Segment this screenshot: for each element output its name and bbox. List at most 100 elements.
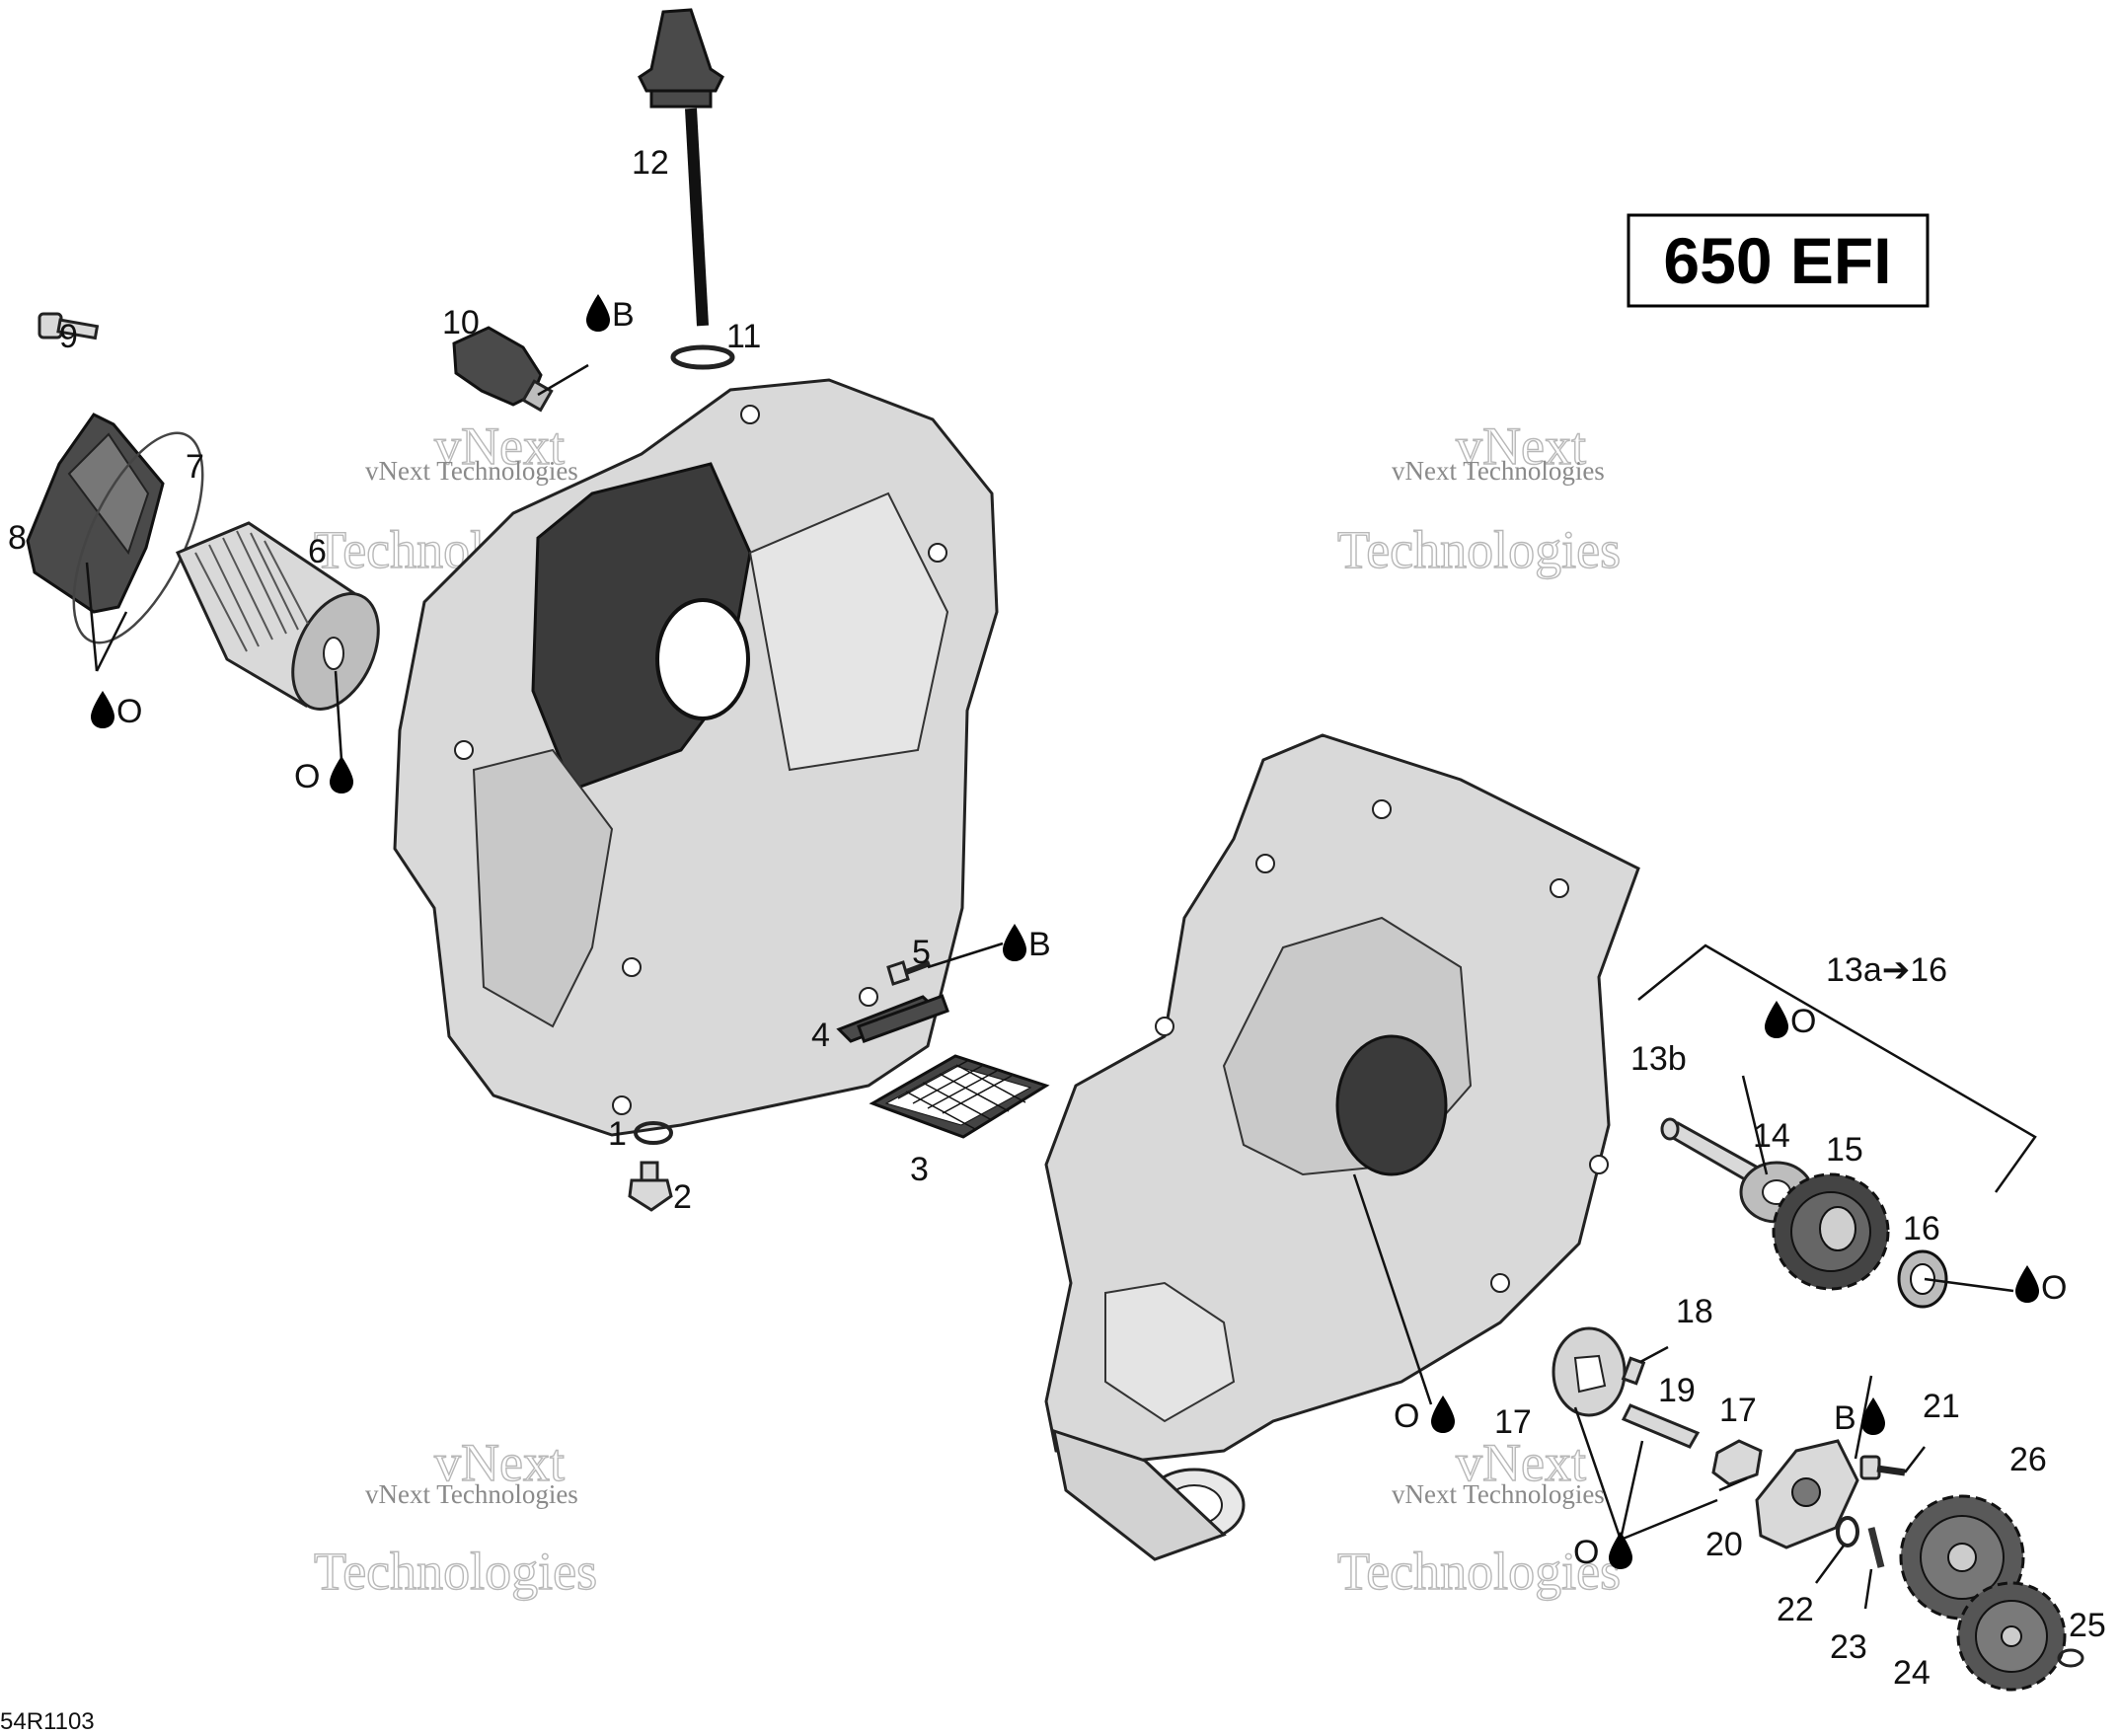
lubricant-markers: B B O O O O O O B <box>91 294 2067 1571</box>
callout-4: 4 <box>811 1017 830 1054</box>
callout-25: 25 <box>2069 1607 2106 1644</box>
svg-text:O: O <box>1573 1534 1599 1571</box>
callout-13a-16: 13a➔16 <box>1826 951 1947 989</box>
callout-21: 21 <box>1923 1388 1960 1425</box>
svg-text:vNext: vNext <box>434 1433 565 1492</box>
svg-text:O: O <box>294 758 320 795</box>
callout-15: 15 <box>1826 1131 1863 1169</box>
crankcase-right-half <box>1044 733 1640 1561</box>
clip-25 <box>2057 1648 2084 1668</box>
lube-marker-b-pump: B <box>1834 1397 1885 1437</box>
oil-drop-icon <box>1861 1397 1885 1435</box>
svg-text:Technologies: Technologies <box>1337 1542 1621 1601</box>
svg-text:Technologies: Technologies <box>314 1542 597 1601</box>
title-text: 650 EFI <box>1663 224 1891 297</box>
oil-drop-icon <box>2015 1265 2039 1303</box>
lube-marker-o-kit: O <box>1765 1001 1816 1040</box>
drain-plug <box>628 1161 673 1212</box>
oil-drop-icon <box>1003 924 1026 961</box>
callout-17-right: 17 <box>1719 1392 1757 1429</box>
callout-6: 6 <box>308 533 327 570</box>
callout-7: 7 <box>186 448 204 486</box>
callout-2: 2 <box>673 1178 692 1216</box>
svg-text:vNext Technologies: vNext Technologies <box>1392 456 1605 486</box>
oil-drop-icon <box>586 294 610 332</box>
callout-3: 3 <box>910 1151 929 1188</box>
callout-13b: 13b <box>1630 1040 1687 1078</box>
oil-strainer <box>869 1054 1050 1139</box>
svg-text:vNext Technologies: vNext Technologies <box>1392 1479 1605 1509</box>
callout-14: 14 <box>1753 1117 1790 1155</box>
pin-23 <box>1867 1527 1885 1568</box>
lube-marker-b-sensor: B <box>586 294 635 334</box>
pump-rotor-outer-17 <box>1552 1326 1627 1417</box>
callout-24: 24 <box>1893 1654 1931 1692</box>
seal-16 <box>1897 1249 1948 1309</box>
pump-cover-20 <box>1755 1439 1859 1549</box>
callout-19: 19 <box>1658 1372 1696 1409</box>
figure-reference: 54R1103 <box>0 1708 95 1735</box>
lube-marker-b-screw: B <box>1003 924 1051 963</box>
callout-18: 18 <box>1676 1293 1713 1330</box>
svg-text:B: B <box>1834 1399 1856 1437</box>
oil-drop-icon <box>1765 1001 1788 1038</box>
pump-rotor-inner-17 <box>1711 1439 1763 1486</box>
lube-marker-o-filter: O <box>294 756 353 795</box>
oil-drop-icon <box>91 691 114 728</box>
callout-20: 20 <box>1705 1526 1743 1563</box>
lube-marker-o-pump: O <box>1573 1532 1632 1571</box>
o-ring-11 <box>670 344 735 370</box>
watermark-bottom-left: vNext Technologies vNext Technologies <box>313 1432 598 1601</box>
pin-18 <box>1621 1356 1646 1386</box>
screw-5 <box>886 960 932 986</box>
svg-text:O: O <box>1394 1397 1419 1435</box>
callout-22: 22 <box>1777 1591 1814 1628</box>
callout-1: 1 <box>608 1115 627 1153</box>
lube-marker-o-cover: O <box>91 691 142 730</box>
callout-16: 16 <box>1903 1210 1940 1247</box>
watermark-bottom-right: vNext Technologies vNext Technologies <box>1336 1432 1622 1601</box>
callout-9: 9 <box>59 318 78 355</box>
svg-text:O: O <box>2041 1269 2067 1307</box>
oil-filter <box>175 521 380 711</box>
callout-12: 12 <box>632 144 669 182</box>
svg-text:vNext: vNext <box>1456 416 1586 476</box>
svg-text:B: B <box>612 296 635 334</box>
lube-marker-o-case: O <box>1394 1396 1455 1435</box>
pump-shaft-19 <box>1621 1403 1701 1449</box>
svg-text:B: B <box>1028 926 1051 963</box>
svg-text:Technologies: Technologies <box>1337 520 1621 579</box>
oil-filter-cover <box>26 413 165 614</box>
screw-21 <box>1859 1455 1906 1480</box>
callout-labels: 1 2 3 4 5 6 7 8 9 10 11 12 13a➔16 13b 14… <box>8 144 2106 1692</box>
gear-15 <box>1772 1172 1890 1291</box>
svg-text:vNext Technologies: vNext Technologies <box>365 456 578 486</box>
strainer-retaining-plate <box>836 994 949 1043</box>
callout-11: 11 <box>726 318 761 355</box>
lube-marker-o-seal: O <box>2015 1265 2067 1307</box>
washer-1 <box>634 1121 673 1145</box>
leader-lines <box>85 363 2014 1610</box>
washer-22 <box>1836 1516 1859 1547</box>
svg-text:vNext: vNext <box>1456 1433 1586 1492</box>
oil-drop-icon <box>1431 1396 1455 1433</box>
svg-text:vNext: vNext <box>434 416 565 476</box>
callout-5: 5 <box>912 934 931 971</box>
oil-pressure-switch <box>452 326 554 413</box>
svg-text:vNext Technologies: vNext Technologies <box>365 1479 578 1509</box>
svg-text:O: O <box>1790 1003 1816 1040</box>
oil-drop-icon <box>330 756 353 793</box>
gear-24 <box>1956 1581 2067 1692</box>
oil-drop-icon <box>1609 1532 1632 1569</box>
dipstick <box>638 8 724 327</box>
title-box: 650 EFI <box>1627 213 1930 308</box>
callout-23: 23 <box>1830 1628 1867 1666</box>
callout-8: 8 <box>8 519 27 557</box>
svg-text:O: O <box>116 693 142 730</box>
crankcase-left-half <box>393 378 999 1137</box>
bolt-9 <box>38 312 100 340</box>
callout-10: 10 <box>442 304 480 341</box>
watermark-top-right: vNext Technologies vNext Technologies <box>1336 415 1622 579</box>
kit-bracket <box>1637 943 2037 1193</box>
